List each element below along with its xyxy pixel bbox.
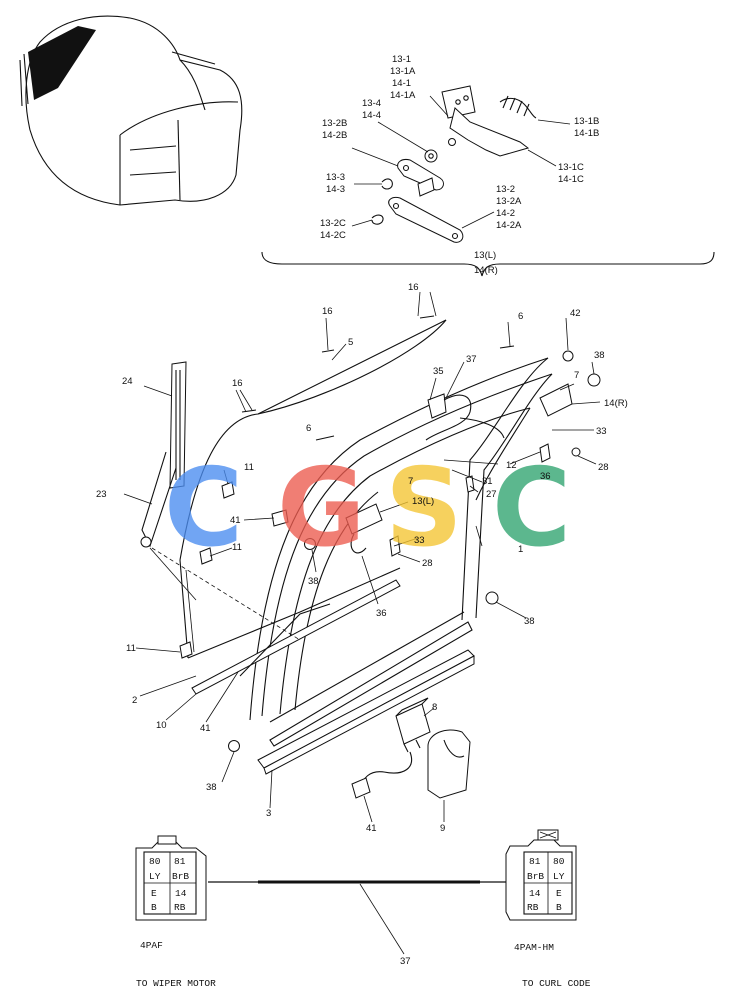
callout: 2	[132, 695, 137, 706]
callout: 36	[376, 608, 387, 619]
watermark: C G S C	[164, 446, 571, 571]
label: 14-1A	[390, 90, 416, 101]
pin-label: RB	[174, 902, 186, 913]
pin-label: RB	[527, 902, 539, 913]
pivot-inset	[261, 85, 715, 277]
pin-label: 80	[553, 856, 565, 867]
label: 13-4	[362, 98, 381, 109]
callout: 13(L)	[412, 496, 434, 507]
connector-right-text: 81 80 BrB LY 14 E RB B 4PAM-HM TO CURL C…	[514, 856, 591, 989]
callout: 7	[408, 476, 413, 487]
pin-label: 80	[149, 856, 161, 867]
connector-left-text: 80 81 LY BrB E 14 B RB 4PAF TO WIPER MOT…	[136, 856, 216, 989]
pin-label: 81	[174, 856, 186, 867]
connector-4paf	[135, 835, 207, 921]
callout: 41	[200, 723, 211, 734]
callout: 14(R)	[604, 398, 628, 409]
callout: 9	[440, 823, 445, 834]
callout: 28	[422, 558, 433, 569]
pin-label: B	[556, 902, 562, 913]
callout: 24	[122, 376, 133, 387]
inset-labels: 13-1 13-1A 14-1 14-1A 13-4 14-4 13-2B 14…	[320, 54, 599, 276]
label: 14-2	[496, 208, 515, 219]
callout: 41	[366, 823, 377, 834]
label: 14-1	[392, 78, 411, 89]
label: 14(R)	[474, 265, 498, 276]
callout: 37	[466, 354, 477, 365]
connector-name: 4PAM-HM	[514, 942, 554, 953]
watermark-letter: C	[164, 446, 243, 571]
callout: 35	[433, 366, 444, 377]
label: 13-2B	[322, 118, 347, 129]
harness-37	[208, 880, 506, 955]
callout-labels: 16 16 16 6 6 42 5 37 38 35 7 14(R) 24 33…	[96, 282, 628, 967]
cab-thumbnail	[19, 15, 243, 206]
callout: 37	[400, 956, 411, 967]
connector-caption: TO WIPER MOTOR	[136, 978, 216, 989]
callout: 6	[518, 311, 523, 322]
callout: 38	[308, 576, 319, 587]
pin-label: 81	[529, 856, 541, 867]
connector-caption: TO CURL CODE	[522, 978, 591, 989]
callout: 6	[306, 423, 311, 434]
watermark-letter: G	[277, 446, 366, 571]
label: 13-2	[496, 184, 515, 195]
connector-name: 4PAF	[140, 940, 163, 951]
label: 14-2B	[322, 130, 347, 141]
label: 14-2A	[496, 220, 522, 231]
callout: 33	[414, 535, 425, 546]
callout: 38	[594, 350, 605, 361]
callout: 1	[518, 544, 523, 555]
label: 14-1B	[574, 128, 599, 139]
label: 13(L)	[474, 250, 496, 261]
pin-label: BrB	[172, 871, 189, 882]
callout: 5	[348, 337, 353, 348]
label: 13-3	[326, 172, 345, 183]
pin-label: B	[151, 902, 157, 913]
pin-label: LY	[149, 871, 161, 882]
label: 13-1	[392, 54, 411, 65]
label: 14-2C	[320, 230, 346, 241]
label: 13-2A	[496, 196, 522, 207]
label: 13-1C	[558, 162, 584, 173]
callout: 42	[570, 308, 581, 319]
label: 13-1B	[574, 116, 599, 127]
callout: 7	[574, 370, 579, 381]
label: 13-2C	[320, 218, 346, 229]
watermark-letter: C	[492, 446, 571, 571]
pin-label: 14	[175, 888, 187, 899]
callout: 11	[126, 643, 136, 654]
pin-label: LY	[553, 871, 565, 882]
watermark-letter: S	[385, 446, 463, 571]
pin-label: BrB	[527, 871, 544, 882]
callout: 41	[230, 515, 241, 526]
callout: 36	[540, 471, 551, 482]
label: 14-4	[362, 110, 381, 121]
callout: 11	[244, 462, 254, 473]
callout: 10	[156, 720, 167, 731]
callout: 16	[232, 378, 243, 389]
callout: 38	[206, 782, 217, 793]
callout: 28	[598, 462, 609, 473]
callout: 16	[322, 306, 333, 317]
door-assembly	[123, 291, 601, 823]
callout: 11	[232, 542, 242, 553]
label: 14-3	[326, 184, 345, 195]
callout: 27	[486, 489, 497, 500]
callout: 33	[596, 426, 607, 437]
callout: 8	[432, 702, 437, 713]
pin-label: 14	[529, 888, 541, 899]
callout: 12	[506, 460, 517, 471]
callout: 23	[96, 489, 107, 500]
callout: 38	[524, 616, 535, 627]
callout: 3	[266, 808, 271, 819]
connector-4pam-hm	[505, 829, 577, 921]
pin-label: E	[151, 888, 157, 899]
callout: 31	[482, 476, 493, 487]
pin-label: E	[556, 888, 562, 899]
callout: 16	[408, 282, 419, 293]
label: 13-1A	[390, 66, 416, 77]
label: 14-1C	[558, 174, 584, 185]
